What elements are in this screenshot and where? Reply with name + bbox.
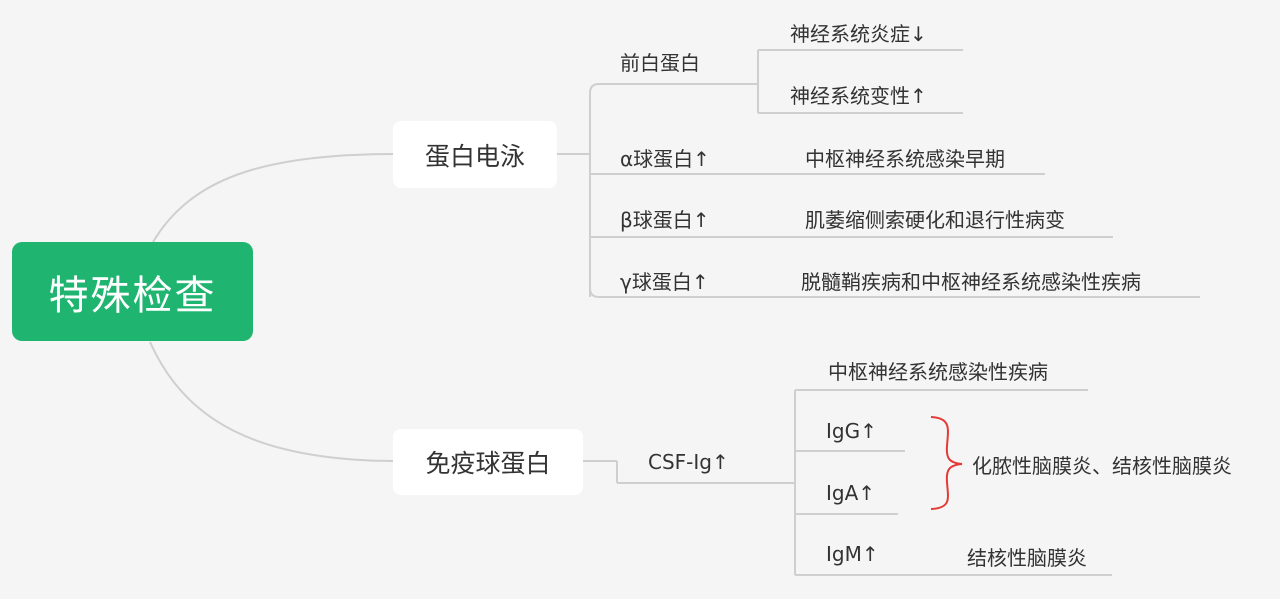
connector-root-immunoglobulin [149, 341, 394, 462]
root-node[interactable]: 特殊检查 [12, 242, 253, 341]
node-cns-infection[interactable]: 中枢神经系统感染性疾病 [828, 360, 1048, 384]
node-beta-meaning[interactable]: 肌萎缩侧索硬化和退行性病变 [805, 208, 1065, 232]
node-immunoglobulin[interactable]: 免疫球蛋白 [393, 429, 583, 495]
node-csf-ig[interactable]: CSF-Ig↑ [648, 450, 729, 474]
node-igm-meaning[interactable]: 结核性脑膜炎 [967, 546, 1087, 570]
node-igm[interactable]: IgM↑ [826, 542, 879, 566]
node-beta-globulin[interactable]: β球蛋白↑ [620, 208, 710, 232]
node-gamma-meaning[interactable]: 脱髓鞘疾病和中枢神经系统感染性疾病 [801, 270, 1141, 294]
node-protein-electrophoresis[interactable]: 蛋白电泳 [393, 121, 557, 188]
brace-icon [930, 416, 963, 510]
node-alpha-globulin[interactable]: α球蛋白↑ [620, 147, 710, 171]
node-neuro-degeneration[interactable]: 神经系统变性↑ [790, 84, 927, 108]
node-neuro-inflammation[interactable]: 神经系统炎症↓ [790, 22, 927, 46]
node-gamma-globulin[interactable]: γ球蛋白↑ [620, 270, 709, 294]
node-prealbumin[interactable]: 前白蛋白 [620, 51, 700, 75]
node-alpha-meaning[interactable]: 中枢神经系统感染早期 [805, 147, 1005, 171]
node-iga[interactable]: IgA↑ [826, 481, 876, 505]
node-igg[interactable]: IgG↑ [826, 419, 877, 443]
connector-root-electrophoresis [152, 153, 394, 243]
node-igg-iga-meaning[interactable]: 化脓性脑膜炎、结核性脑膜炎 [972, 454, 1232, 478]
